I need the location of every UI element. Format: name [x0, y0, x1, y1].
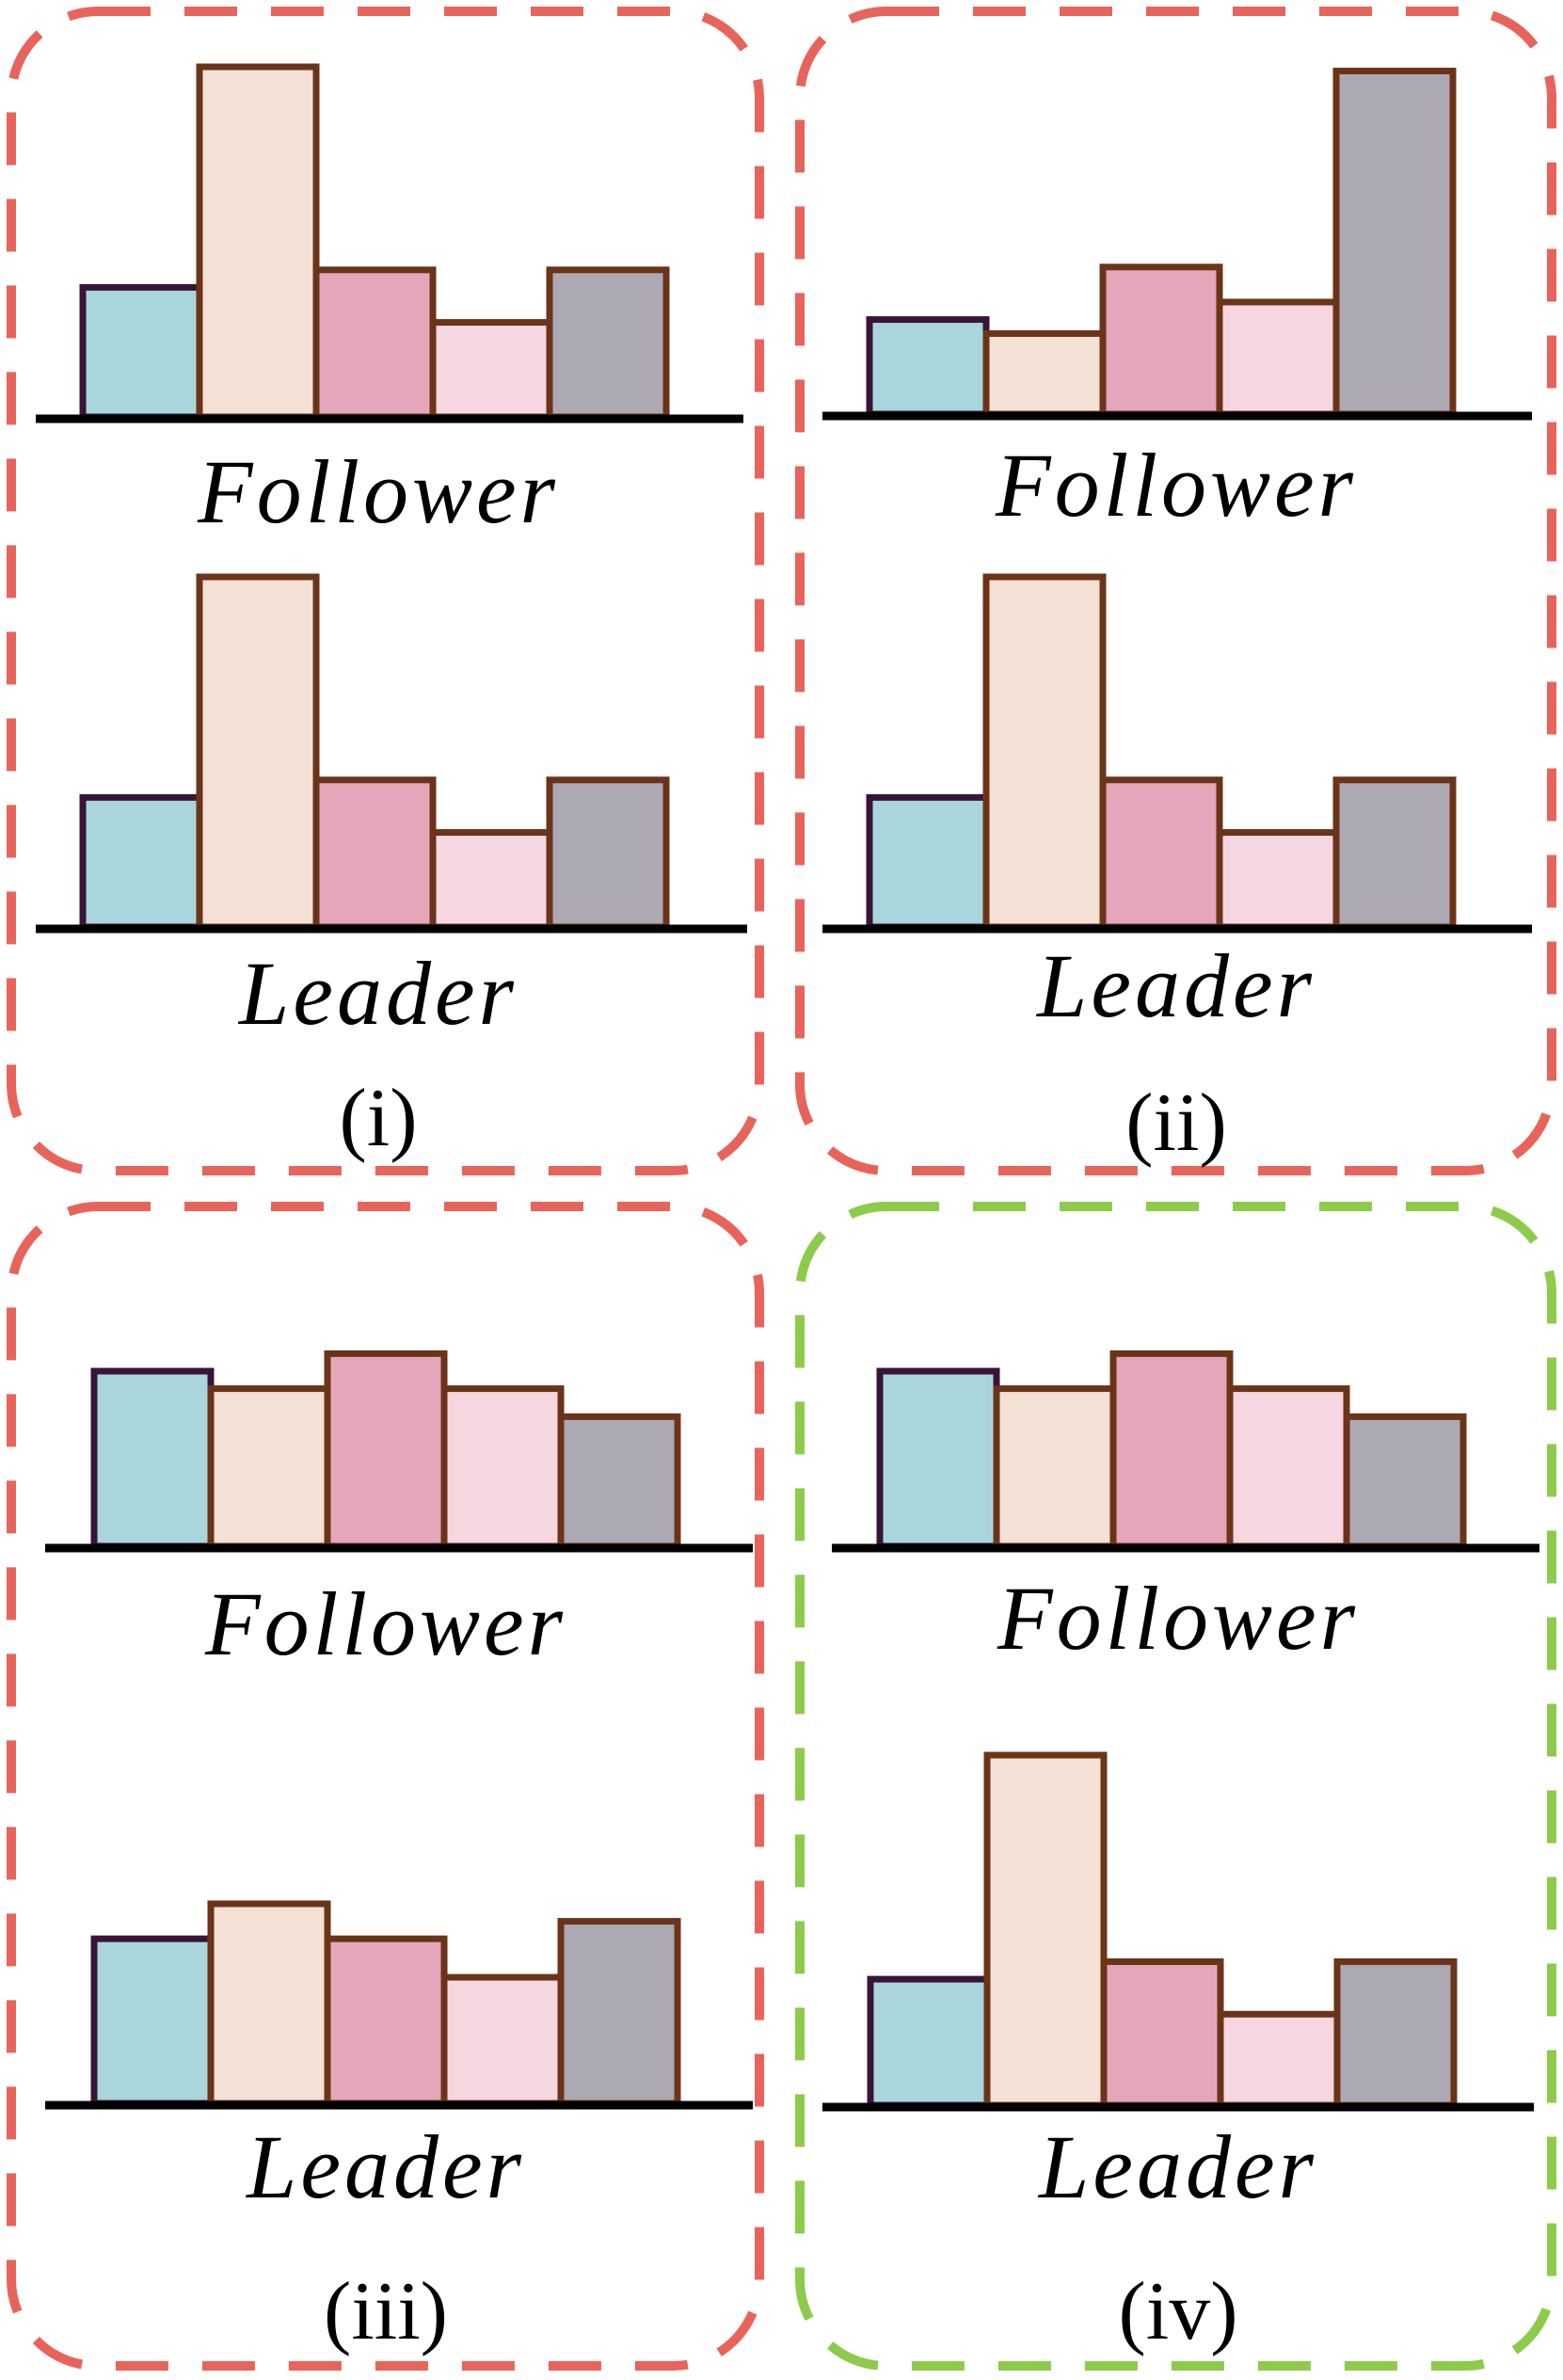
bar — [1226, 1385, 1350, 1550]
bar — [557, 1918, 681, 2107]
bar — [324, 1350, 448, 1550]
bar-chart-follower: Follower — [36, 63, 743, 542]
bar-chart-follower: Follower — [45, 1350, 753, 1674]
bar — [196, 573, 320, 931]
role-label: Leader — [237, 943, 518, 1044]
bar — [546, 266, 670, 421]
bar — [546, 776, 670, 931]
bar — [1332, 67, 1457, 418]
role-label: Leader — [245, 2116, 525, 2217]
bar — [207, 1900, 331, 2107]
role-label: Follower — [995, 435, 1357, 535]
bar-chart-leader: Leader — [36, 573, 747, 1044]
panel-label: (ii) — [1125, 1078, 1227, 1169]
bar — [1217, 2010, 1341, 2109]
bar — [440, 1973, 565, 2107]
bar — [867, 1975, 991, 2109]
panels-layer: FollowerLeader(i)FollowerLeader(ii)Follo… — [7, 7, 1556, 2371]
bar-chart-follower: Follower — [832, 1350, 1539, 1669]
panel-label: (iii) — [324, 2266, 448, 2357]
bar — [429, 319, 553, 421]
bar — [982, 573, 1107, 931]
bar — [1100, 1957, 1224, 2109]
bar — [1343, 1413, 1467, 1550]
bar — [90, 1935, 215, 2107]
panel-label: (i) — [339, 1073, 417, 1164]
bar — [866, 793, 990, 931]
bar — [866, 316, 990, 418]
role-label: Leader — [1037, 2116, 1317, 2217]
bar — [429, 829, 553, 931]
role-label: Leader — [1035, 935, 1316, 1036]
bar — [1332, 776, 1457, 931]
bar — [1099, 264, 1223, 418]
bar — [312, 776, 437, 931]
bar — [440, 1385, 565, 1550]
role-label: Follower — [197, 441, 559, 542]
bar — [876, 1367, 1000, 1550]
bar — [79, 283, 203, 421]
bar — [207, 1385, 331, 1550]
bar-chart-leader: Leader — [822, 1751, 1534, 2217]
bar-chart-leader: Leader — [822, 573, 1532, 1036]
bar-chart-leader: Leader — [45, 1900, 753, 2217]
panel-frame — [795, 1202, 1556, 2371]
bar — [983, 1751, 1108, 2109]
panel-frame — [7, 7, 764, 1175]
bar — [557, 1413, 681, 1550]
bar — [1109, 1350, 1234, 1550]
bar — [196, 63, 320, 421]
panel-frame — [795, 7, 1556, 1175]
role-label: Follower — [204, 1573, 566, 1674]
bar — [1333, 1957, 1458, 2109]
bar — [1099, 776, 1223, 931]
role-label: Follower — [997, 1568, 1359, 1669]
bar — [312, 266, 437, 421]
bar — [1216, 829, 1340, 931]
panel-frame — [7, 1202, 764, 2371]
bar — [982, 329, 1107, 418]
bar — [993, 1385, 1117, 1550]
bar — [324, 1935, 448, 2107]
bar — [1216, 298, 1340, 418]
panel-label: (iv) — [1118, 2266, 1237, 2357]
bar-chart-follower: Follower — [822, 67, 1532, 535]
bar — [90, 1367, 215, 1550]
bar — [79, 793, 203, 931]
